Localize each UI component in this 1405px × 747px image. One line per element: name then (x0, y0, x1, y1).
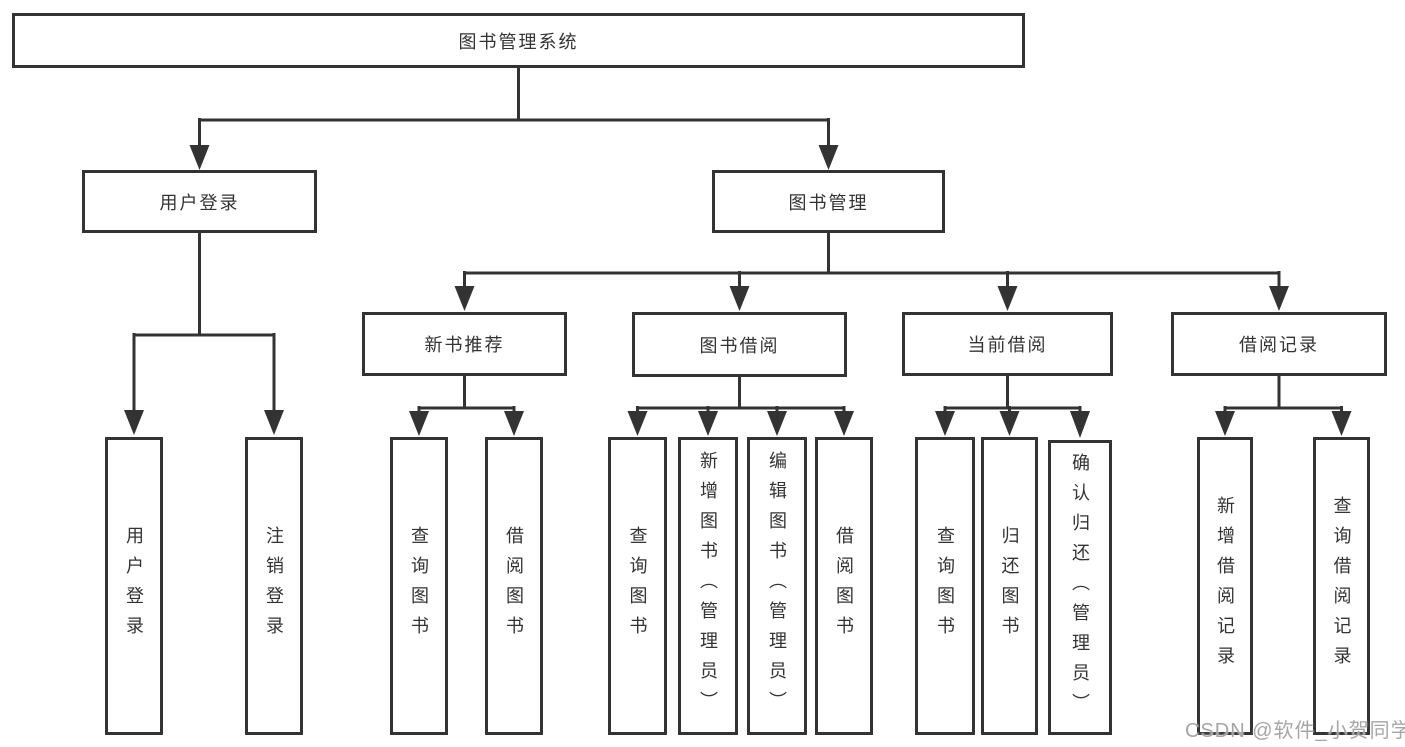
arrowhead-icon (627, 411, 648, 436)
node-cb-query-book-label: 查询图书 (935, 526, 955, 646)
arrowhead-icon (999, 411, 1020, 436)
node-book-mgmt-label: 图书管理 (788, 192, 869, 213)
node-nbr-borrow-book: 借阅图书 (485, 437, 543, 735)
node-br-query-record-label: 查询借阅记录 (1331, 496, 1352, 676)
arrowhead-icon (1269, 286, 1289, 311)
node-nbr-query-book: 查询图书 (390, 437, 448, 735)
arrowhead-icon (1331, 411, 1352, 436)
node-new-book-rec-label: 新书推荐 (424, 335, 505, 355)
node-root-label: 图书管理系统 (458, 31, 579, 52)
node-root: 图书管理系统 (12, 13, 1025, 68)
node-bb-edit-book-label: 编辑图书（管理员） (767, 451, 787, 721)
arrowhead-icon (124, 410, 144, 435)
node-book-borrow: 图书借阅 (632, 312, 847, 377)
arrowhead-icon (1215, 411, 1235, 436)
node-ul-logout-label: 注销登录 (264, 526, 284, 646)
arrowhead-icon (504, 411, 524, 436)
node-bb-edit-book: 编辑图书（管理员） (747, 437, 807, 735)
node-bb-query-book-label: 查询图书 (627, 526, 648, 646)
arrowhead-icon (767, 411, 787, 436)
arrowhead-icon (264, 410, 284, 435)
node-user-login: 用户登录 (82, 170, 317, 233)
node-borrow-records: 借阅记录 (1171, 312, 1387, 376)
node-nbr-borrow-book-label: 借阅图书 (504, 526, 524, 646)
connector-root-to-level2 (198, 67, 830, 147)
node-current-borrow-label: 当前借阅 (967, 335, 1048, 355)
arrowhead-icon (409, 411, 429, 436)
arrowhead-icon (834, 411, 854, 436)
node-user-login-label: 用户登录 (159, 192, 240, 213)
node-bb-add-book: 新增图书（管理员） (678, 437, 738, 735)
arrowhead-icon (189, 145, 210, 170)
node-br-add-record-label: 新增借阅记录 (1215, 496, 1235, 676)
connector-borrow-records-children (1223, 375, 1343, 413)
node-cb-return-book: 归还图书 (981, 437, 1038, 735)
node-br-add-record: 新增借阅记录 (1197, 437, 1253, 735)
arrowhead-icon (454, 286, 475, 311)
node-book-mgmt: 图书管理 (712, 170, 945, 233)
node-new-book-rec: 新书推荐 (362, 312, 567, 376)
node-bb-query-book: 查询图书 (608, 437, 667, 735)
arrowhead-icon (818, 145, 839, 170)
connector-current-borrow-children (943, 375, 1082, 413)
arrowhead-icon (1070, 411, 1090, 438)
connector-new-book-rec-children (417, 375, 516, 413)
node-cb-confirm-return: 确认归还（管理员） (1048, 440, 1112, 735)
node-ul-user-login-label: 用户登录 (124, 526, 144, 646)
watermark: CSDN @软件_小贺同学 (1185, 720, 1405, 742)
arrowhead-icon (729, 286, 750, 311)
node-nbr-query-book-label: 查询图书 (409, 526, 429, 646)
arrowhead-icon (997, 286, 1018, 311)
connector-user-login-children (132, 232, 276, 412)
node-ul-user-login: 用户登录 (105, 437, 163, 735)
connector-book-mgmt-children (463, 232, 1281, 288)
node-bb-borrow-book: 借阅图书 (815, 437, 873, 735)
node-br-query-record: 查询借阅记录 (1313, 437, 1370, 735)
node-bb-add-book-label: 新增图书（管理员） (698, 451, 718, 721)
node-borrow-records-label: 借阅记录 (1239, 335, 1319, 355)
node-bb-borrow-book-label: 借阅图书 (834, 526, 854, 646)
arrowhead-icon (698, 411, 718, 436)
connector-book-borrow-children (636, 376, 846, 413)
node-cb-return-book-label: 归还图书 (999, 526, 1020, 646)
node-cb-confirm-return-label: 确认归还（管理员） (1070, 452, 1090, 723)
arrowhead-icon (935, 411, 955, 436)
node-current-borrow: 当前借阅 (902, 312, 1113, 376)
node-book-borrow-label: 图书借阅 (699, 335, 780, 356)
node-ul-logout: 注销登录 (245, 437, 303, 735)
node-cb-query-book: 查询图书 (915, 437, 975, 735)
